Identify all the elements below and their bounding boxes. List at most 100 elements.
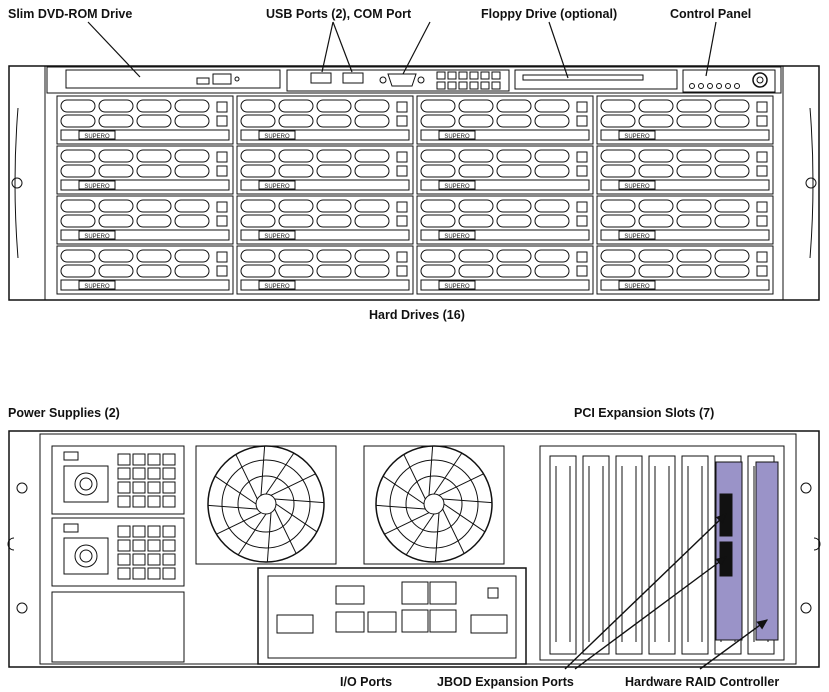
drive-badge-text: SUPERO [84, 184, 110, 190]
fan-grille-spoke [403, 454, 426, 500]
vent-slot [447, 81, 457, 90]
drive-vent-slot [638, 164, 674, 178]
drive-vent-slot [638, 149, 674, 163]
io-usb-stack [335, 585, 365, 605]
drive-vent-slot [458, 249, 494, 263]
psu-fan-grille-cell [162, 525, 176, 538]
drive-status-led [756, 115, 768, 127]
drive-tray-frame [236, 245, 414, 295]
drive-vent-slot [174, 264, 210, 278]
drive-release-latch [60, 229, 230, 241]
label-floppy-drive: Floppy Drive (optional) [481, 7, 618, 21]
fan-grille-spoke [270, 473, 316, 496]
psu-fan-grille-cell [117, 539, 131, 552]
psu-fan-grille-cell [162, 539, 176, 552]
fan-guard-outer [207, 445, 325, 563]
psu-fan-grille-cell [147, 495, 161, 508]
drive-vent-slot [420, 214, 456, 228]
fan-grille-spoke [260, 445, 266, 496]
vent-slot [480, 81, 490, 90]
drive-badge-text: SUPERO [444, 234, 470, 240]
drive-activity-led [576, 101, 588, 113]
drive-vent-slot [136, 249, 172, 263]
drive-vent-slot [714, 264, 750, 278]
drive-vent-slot [496, 249, 532, 263]
drive-tray-frame [236, 195, 414, 245]
rear-fan-1 [195, 445, 337, 565]
drive-tray-frame [416, 95, 594, 145]
drive-tray-frame [596, 245, 774, 295]
io-lan-port-1 [335, 611, 365, 633]
drive-vent-slot [420, 149, 456, 163]
drive-vent-slot [354, 249, 390, 263]
vent-slot [458, 81, 468, 90]
drive-badge-text: SUPERO [264, 134, 290, 140]
drive-status-led [396, 265, 408, 277]
psu-fan-grille-cell [162, 567, 176, 580]
drive-badge-box [258, 130, 296, 140]
drive-vent-slot [534, 114, 570, 128]
callout-leader-lines [87, 21, 768, 670]
rear-left-handle [7, 537, 15, 551]
drive-release-latch [240, 229, 410, 241]
drive-vent-slot [278, 99, 314, 113]
drive-activity-led [576, 151, 588, 163]
drive-vent-slot [676, 99, 712, 113]
hard-drive-tray: SUPERO [416, 95, 594, 145]
label-hardware-raid-controller: Hardware RAID Controller [625, 675, 780, 689]
fan-grille-spoke [405, 513, 435, 556]
drive-status-led [396, 215, 408, 227]
drive-tray-frame [56, 195, 234, 245]
drive-vent-slot [714, 114, 750, 128]
fan-grille-spoke [442, 508, 465, 554]
hard-drive-tray: SUPERO [56, 145, 234, 195]
drive-vent-slot [600, 214, 636, 228]
io-uid-button [487, 587, 499, 599]
drive-badge-text: SUPERO [84, 284, 110, 290]
drive-vent-slot [98, 114, 134, 128]
drive-vent-slot [174, 114, 210, 128]
drive-badge-text: SUPERO [444, 134, 470, 140]
io-lan-port-2 [367, 611, 397, 633]
drive-badge-box [78, 180, 116, 190]
label-power-supplies: Power Supplies (2) [8, 406, 120, 420]
drive-release-latch [600, 179, 770, 191]
drive-vent-slot [458, 149, 494, 163]
vent-slot [480, 71, 490, 80]
fan-grille-spoke [214, 475, 257, 505]
drive-vent-slot [60, 149, 96, 163]
drive-vent-slot [240, 249, 276, 263]
drive-badge-box [618, 180, 656, 190]
drive-activity-led [396, 151, 408, 163]
fan-grille-spoke [443, 503, 486, 533]
drive-vent-slot [600, 114, 636, 128]
drive-activity-led [756, 201, 768, 213]
psu-fan-grille-cell [117, 495, 131, 508]
drive-vent-slot [240, 199, 276, 213]
usb-port-1 [310, 72, 332, 84]
drive-vent-slot [600, 99, 636, 113]
hard-drive-tray: SUPERO [236, 145, 414, 195]
leader-raid [699, 619, 768, 670]
psu-frame [51, 517, 185, 587]
io-shield-inner [267, 575, 517, 659]
fan-grille-spoke [442, 498, 493, 504]
drive-activity-led [576, 201, 588, 213]
vent-slot [491, 71, 501, 80]
drive-vent-slot [240, 99, 276, 113]
rear-right-handle [813, 537, 821, 551]
drive-tray-frame [236, 145, 414, 195]
drive-vent-slot [60, 164, 96, 178]
drive-vent-slot [354, 99, 390, 113]
drive-vent-slot [278, 114, 314, 128]
control-panel [682, 69, 776, 93]
drive-status-led [576, 115, 588, 127]
drive-badge-box [618, 230, 656, 240]
drive-status-led [396, 115, 408, 127]
drive-vent-slot [714, 164, 750, 178]
power-supply [51, 517, 185, 587]
drive-vent-slot [638, 99, 674, 113]
drive-activity-led [756, 251, 768, 263]
control-panel-led [716, 83, 722, 89]
drive-vent-slot [600, 199, 636, 213]
